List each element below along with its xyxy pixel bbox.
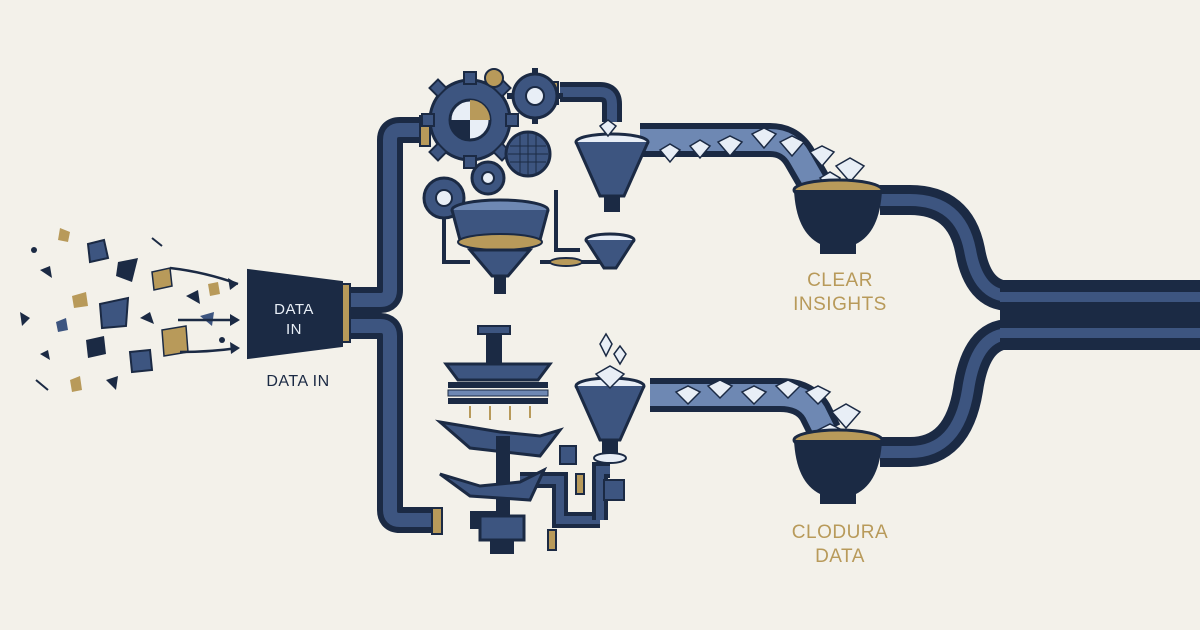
- diamond-icon: [688, 139, 712, 160]
- intake-caption: DATA IN: [266, 373, 329, 390]
- chute-icon: [434, 419, 565, 554]
- diamond-icon: [658, 143, 682, 164]
- raw-data-fragments: [20, 228, 225, 392]
- diamond-icon: [716, 135, 744, 158]
- bottom-output-label-line2: DATA: [815, 546, 865, 567]
- top-output-label-line1: CLEAR: [807, 270, 873, 291]
- bottom-output-label-line1: CLODURA: [792, 522, 888, 543]
- diamond-icon: [598, 119, 618, 138]
- diamond-icon: [808, 145, 836, 168]
- diamond-icon: [774, 379, 802, 400]
- top-gem-stream: [598, 119, 866, 192]
- diamond-icon: [750, 127, 778, 150]
- top-output-label-line2: INSIGHTS: [793, 294, 887, 315]
- diamond-icon: [594, 365, 626, 390]
- small-gem-funnel-icon: [584, 232, 636, 270]
- diamond-icon: [599, 332, 613, 358]
- bottom-hopper-funnel-icon: [574, 376, 646, 464]
- top-processing-machine: [421, 68, 650, 294]
- top-output-bowl-icon: [792, 178, 884, 254]
- diamond-icon: [613, 344, 627, 366]
- top-hopper-funnel-icon: [574, 132, 650, 212]
- press-plates-icon: [443, 362, 553, 420]
- diamond-icon: [804, 385, 832, 406]
- flow-arrows: [169, 266, 240, 354]
- diamond-icon: [778, 135, 806, 158]
- gear-icon: [470, 160, 506, 196]
- diamond-icon: [706, 379, 734, 400]
- small-brass-gear-icon: [484, 68, 504, 88]
- mesh-disc-icon: [504, 130, 552, 178]
- diamond-icon: [830, 403, 862, 430]
- diamond-icon: [834, 157, 866, 184]
- intake-funnel-label-line2: IN: [286, 321, 302, 338]
- intake-funnel: [247, 268, 343, 360]
- gear-icon: [507, 68, 563, 124]
- sieve-basin-icon: [450, 198, 550, 294]
- bottom-output-bowl-icon: [792, 428, 884, 504]
- intake-funnel-label-line1: DATA: [274, 301, 314, 318]
- large-gear-icon: [421, 71, 519, 169]
- diamond-icon: [740, 385, 768, 406]
- diamond-icon: [674, 385, 702, 406]
- bottom-processing-machine: [434, 325, 646, 554]
